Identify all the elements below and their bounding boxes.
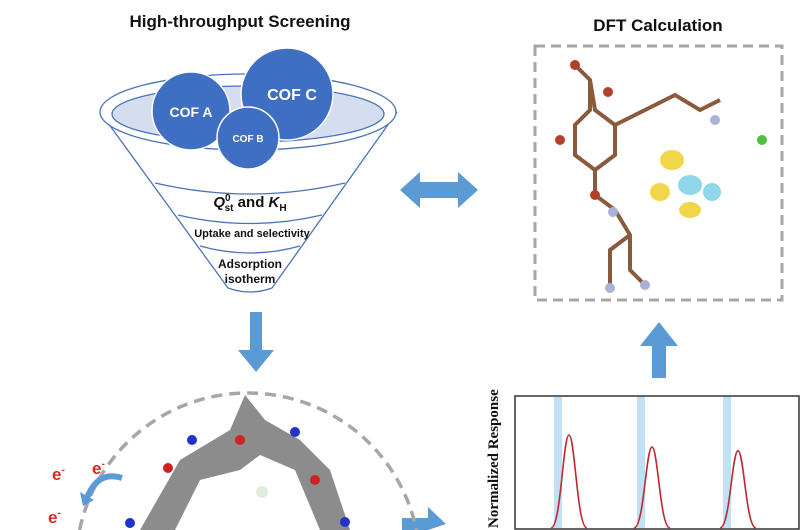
cof-a-circle: [151, 71, 231, 151]
cof-b-circle: [216, 106, 280, 170]
cof-c-label: COF C: [267, 87, 317, 104]
cof-b-label: COF B: [232, 134, 263, 145]
svg-text:e-: e-: [52, 465, 65, 484]
response-peak: [633, 446, 671, 529]
double-arrow-icon: [400, 172, 478, 208]
response-peak: [719, 450, 757, 529]
layer-adsorption-2: isotherm: [225, 272, 276, 286]
svg-text:e-: e-: [92, 459, 105, 478]
molecule-atoms: [555, 60, 767, 293]
up-arrow-icon: [640, 322, 678, 378]
right-arrow-icon: [402, 507, 446, 530]
screening-title: High-throughput Screening: [130, 12, 351, 31]
layer-adsorption-1: Adsorption: [218, 257, 282, 271]
cof-a-label: COF A: [169, 104, 212, 120]
elution-band: [637, 397, 645, 528]
dft-title: DFT Calculation: [593, 16, 722, 35]
molecule-structure: [573, 63, 721, 287]
arrowhead-icon: [80, 492, 94, 506]
cof-pore-structure: [125, 395, 350, 530]
svg-text:e-: e-: [48, 508, 61, 527]
chart-ylabel: Normalized Response: [486, 389, 502, 528]
layer-uptake: Uptake and selectivity: [194, 228, 310, 240]
dft-box: [533, 44, 784, 302]
response-chart: [550, 397, 757, 529]
cof-pore-circle: [77, 391, 419, 530]
electron-transfer-arrow-icon: [84, 473, 123, 500]
elution-band: [723, 397, 731, 528]
down-arrow-icon: [238, 312, 274, 372]
response-peak: [550, 434, 588, 529]
electron-labels: e- e- e-: [48, 459, 105, 527]
elution-band: [554, 397, 562, 528]
